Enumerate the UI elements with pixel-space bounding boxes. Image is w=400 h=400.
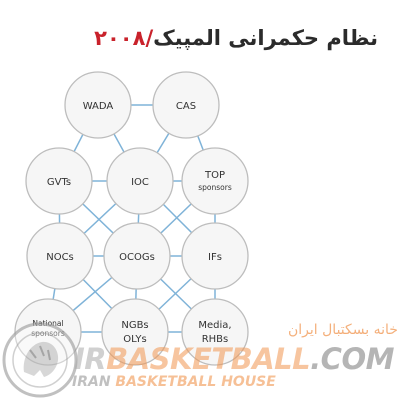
watermark-brand-ir: IR [74,342,107,376]
edges [47,104,216,333]
watermark-subtitle: IRAN BASKETBALL HOUSE [72,374,276,390]
node-nocs-label: NOCs [46,252,74,263]
node-wada-label: WADA [83,101,114,112]
node-ifs: IFs [181,222,249,290]
diagram-title: نظام حکمرانی المپیک/۲۰۰۸ [94,26,378,50]
node-media-label: Media, [198,320,231,331]
node-ocogs: OCOGs [103,222,171,290]
watermark-persian: خانه بسکتبال ایران [288,322,398,338]
node-top-sponsors: TOP sponsors [181,147,249,215]
title-year: ۲۰۰۸ [94,26,146,50]
node-top-label: TOP [204,170,225,181]
node-media-sublabel: RHBs [202,334,229,345]
nodes: WADA CAS GVTs IOC TOP sponsors NOCs OCOG… [14,71,249,366]
node-top-sublabel: sponsors [198,183,232,192]
watermark-brand: IRBASKETBALL.COM [74,342,394,376]
node-ifs-label: IFs [208,252,222,263]
node-media-rhbs: Media, RHBs [181,298,249,366]
node-gvts: GVTs [25,147,93,215]
watermark-brand-tail: .COM [310,342,394,376]
title-main: نظام حکمرانی المپیک [153,26,378,50]
title-separator: / [145,26,154,50]
watermark-sub-a: IRAN [72,374,116,390]
node-ngbs-label: NGBs [121,320,148,331]
node-national-sponsors: National sponsors [14,298,82,366]
node-nocs: NOCs [26,222,94,290]
node-ioc: IOC [106,147,174,215]
node-gvts-label: GVTs [47,177,71,188]
node-wada: WADA [64,71,132,139]
node-ioc-label: IOC [131,177,149,188]
node-ngbs-sublabel: OLYs [123,334,146,345]
watermark-sub-b: BASKETBALL HOUSE [115,374,276,390]
node-ngbs-olys: NGBs OLYs [101,298,169,366]
watermark-brand-basket: BASKETBALL [106,342,311,376]
node-cas-label: CAS [176,101,196,112]
node-cas: CAS [152,71,220,139]
node-ocogs-label: OCOGs [119,252,155,263]
watermark-logo [2,322,78,398]
node-national-sublabel: sponsors [31,329,65,338]
